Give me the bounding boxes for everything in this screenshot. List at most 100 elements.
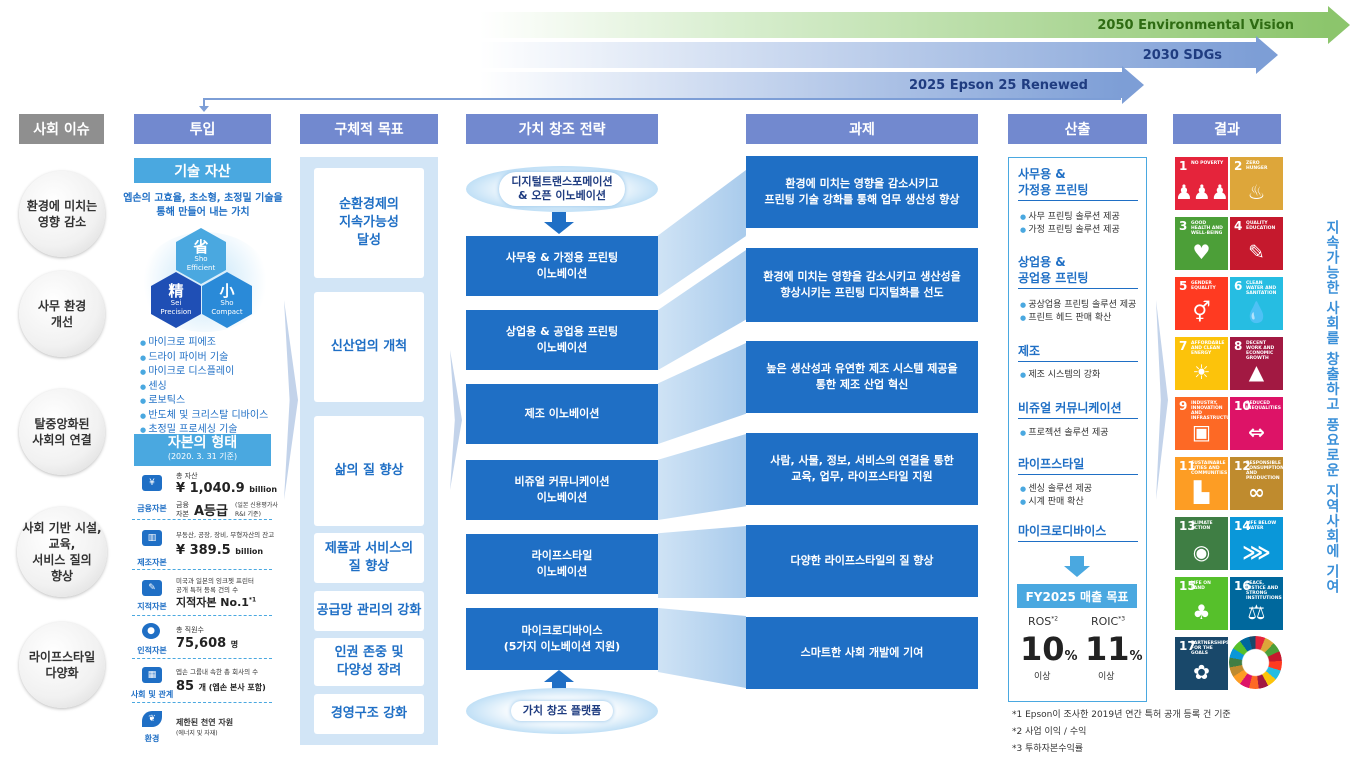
- output-category: 마이크로디바이스: [1018, 523, 1138, 542]
- sdg-icon: ▣: [1192, 420, 1211, 444]
- capital-desc: 미국과 일본의 잉크젯 프린터 공개 특허 등록 건의 수: [176, 577, 254, 594]
- capital-unit: 개 (엡손 본사 포함): [198, 683, 266, 692]
- factory-icon: ▥: [142, 530, 162, 546]
- goal-item: 경영구조 강화: [314, 694, 424, 734]
- social-issue-circle: 사무 환경 개선: [19, 271, 105, 357]
- sdgs-2030-label: 2030 SDGs: [1142, 47, 1222, 63]
- capital-value: ¥ 389.5 billion: [176, 543, 263, 558]
- sdg-number: 17: [1179, 639, 1196, 653]
- hex-precision: 精 Sei Precision: [151, 272, 201, 328]
- output-category: 상업용 & 공업용 프린팅: [1018, 254, 1138, 289]
- strategy-item: 마이크로디바이스 (5가지 이노베이션 지원): [466, 608, 658, 670]
- task-item: 사람, 사물, 정보, 서비스의 연결을 통한 교육, 업무, 라이프스타일 지…: [746, 433, 978, 505]
- sdg-icon: ⚖: [1247, 600, 1266, 624]
- sdg-title: NO POVERTY: [1191, 161, 1224, 166]
- fy2025-title: FY2025 매출 목표: [1017, 584, 1137, 608]
- capital-date: (2020. 3. 31 기준): [167, 452, 238, 461]
- yen-icon: ¥: [142, 475, 162, 491]
- hex-precision-sub: Sei: [170, 299, 182, 307]
- capital-desc: 엡손 그룹내 속한 총 회사의 수: [176, 668, 259, 676]
- task-item: 높은 생산성과 유연한 제조 시스템 제공을 통한 제조 산업 혁신: [746, 341, 978, 413]
- sdg-icon: ⚥: [1192, 300, 1211, 324]
- output-item: 시계 판매 확산: [1020, 496, 1083, 508]
- sdg-number: 10: [1234, 399, 1251, 413]
- footnote: *1 Epson이 조사한 2019년 연간 특허 공개 등록 건 기준: [1012, 710, 1231, 720]
- task-item: 스마트한 사회 개발에 기여: [746, 617, 978, 689]
- sdg-number: 16: [1234, 579, 1251, 593]
- capital-desc: 총 직원수: [176, 626, 204, 634]
- sdg-title: SUSTAINABLE CITIES AND COMMUNITIES: [1191, 461, 1228, 476]
- roic-sup: *3: [1118, 615, 1126, 623]
- arrow-up-icon: [544, 670, 574, 682]
- tech-item: 센싱: [140, 380, 268, 395]
- output-item: 사무 프린팅 솔루션 제공: [1020, 211, 1119, 223]
- sdg-number: 7: [1179, 339, 1188, 353]
- capital-desc: (일본 신용평가사 R&I 기준): [235, 502, 278, 518]
- dx-open-innovation: 디지털트랜스포메이션 & 오픈 이노베이션: [499, 172, 625, 206]
- goal-item: 순환경제의 지속가능성 달성: [314, 168, 424, 278]
- tech-list: 마이크로 피에조 드라이 파이버 기술 마이크로 디스플레이 센싱 로보틱스 반…: [140, 336, 268, 438]
- capital-label: 금융자본: [137, 504, 167, 513]
- header-goals: 구체적 목표: [300, 114, 438, 144]
- hex-compact: 小 Sho Compact: [202, 272, 252, 328]
- strategy-item: 비쥬얼 커뮤니케이션 이노베이션: [466, 460, 658, 520]
- sdg-title: REDUCED INEQUALITIES: [1246, 401, 1281, 411]
- epson-2025-label: 2025 Epson 25 Renewed: [909, 77, 1088, 93]
- capital-divider: [132, 702, 272, 703]
- ros-unit: %: [1064, 649, 1078, 664]
- sdg-icon: ▙: [1193, 480, 1210, 504]
- arrow-down-icon: [1070, 556, 1084, 566]
- output-category: 사무용 & 가정용 프린팅: [1018, 166, 1138, 201]
- arrow-down-head: [544, 222, 574, 234]
- header-social-issues: 사회 이슈: [19, 114, 104, 144]
- capital-title-box: 자본의 형태 (2020. 3. 31 기준): [134, 434, 271, 466]
- chevron-right-icon: [450, 350, 462, 490]
- capital-value-text: 75,608: [176, 636, 227, 651]
- output-category: 비쥬얼 커뮤니케이션: [1018, 400, 1138, 419]
- capital-divider: [132, 615, 272, 616]
- output-item: 공상업용 프린팅 솔루션 제공: [1020, 299, 1136, 311]
- social-issue-circle: 사회 기반 시설, 교육, 서비스 질의 향상: [17, 507, 107, 597]
- patent-icon: ✎: [142, 580, 162, 596]
- header-outcomes: 결과: [1173, 114, 1281, 144]
- arrow-down-head: [1064, 566, 1090, 577]
- sdg-title: LIFE ON LAND: [1191, 581, 1211, 591]
- capital-label: 제조자본: [137, 558, 167, 567]
- capital-divider: [132, 658, 272, 659]
- sdg-number: 8: [1234, 339, 1243, 353]
- sdg-icon: ⋙: [1242, 540, 1271, 564]
- roic-label-text: ROIC: [1091, 615, 1119, 628]
- sdg-title: CLEAN WATER AND SANITATION: [1246, 281, 1277, 296]
- capital-footnote: *1: [248, 596, 257, 604]
- sdg-icon: ♥: [1192, 240, 1211, 264]
- sdg-title: LIFE BELOW WATER: [1246, 521, 1277, 531]
- task-item: 환경에 미치는 영향을 감소시키고 생산성을 향상시키는 프린팅 디지털화를 선…: [746, 248, 978, 322]
- strategy-item: 제조 이노베이션: [466, 384, 658, 444]
- social-issue-circle: 라이프스타일 다양화: [19, 622, 105, 708]
- social-issue-circle: 환경에 미치는 영향 감소: [19, 171, 105, 257]
- sdg-icon: ♟♟♟: [1175, 180, 1229, 204]
- output-item: 제조 시스템의 강화: [1020, 369, 1100, 381]
- sdg-title: PEACE, JUSTICE AND STRONG INSTITUTIONS: [1246, 581, 1282, 601]
- sdg-title: RESPONSIBLE CONSUMPTION AND PRODUCTION: [1246, 461, 1284, 481]
- vision-2050-label: 2050 Environmental Vision: [1097, 17, 1294, 33]
- output-item: 프로젝션 솔루션 제공: [1020, 427, 1108, 439]
- sdg-number: 5: [1179, 279, 1188, 293]
- capital-unit: billion: [249, 485, 278, 494]
- roic-label: ROIC*3: [1091, 615, 1125, 628]
- output-item: 가정 프린팅 솔루션 제공: [1020, 224, 1119, 236]
- sdg-icon: 💧: [1244, 300, 1269, 324]
- capital-value-text: 지적자본 No.1: [176, 596, 249, 609]
- hex-compact-sub: Sho: [220, 299, 234, 307]
- capital-desc: 금융 자본: [176, 501, 189, 518]
- hex-compact-en: Compact: [211, 308, 243, 316]
- arrow-down-icon: [552, 212, 566, 224]
- capital-unit: billion: [235, 547, 264, 556]
